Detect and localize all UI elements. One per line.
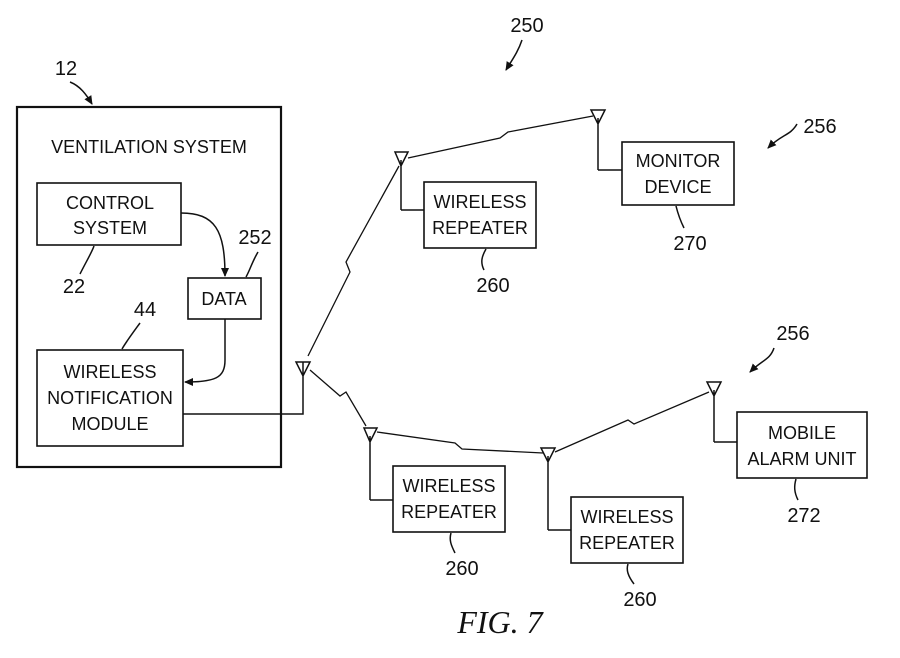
- mobile-alarm-box: [736, 411, 868, 479]
- notification-module-line2: NOTIFICATION: [47, 388, 173, 408]
- ref-44: 44: [134, 299, 156, 321]
- mobile-alarm-line1: MOBILE: [768, 423, 836, 443]
- ref-260-br: 260: [623, 589, 656, 611]
- ref-256-top: 256: [803, 116, 836, 138]
- bl-repeater-antenna-icon: [362, 427, 379, 500]
- monitor-device-box: [621, 141, 735, 206]
- control-system-label-line1: CONTROL: [66, 193, 154, 213]
- ref-260-top-leader: [481, 248, 487, 271]
- link-bl-to-br-repeater: [376, 431, 544, 454]
- ref-250-arrow: [505, 39, 523, 71]
- figure-label: FIG. 7: [456, 604, 544, 640]
- ref-256-top-arrow: [767, 123, 798, 149]
- monitor-device-line1: MONITOR: [636, 151, 721, 171]
- ref-22-leader: [79, 245, 95, 275]
- ref-256-bottom: 256: [776, 323, 809, 345]
- top-repeater-line2: REPEATER: [432, 218, 528, 238]
- ref-272: 272: [787, 505, 820, 527]
- control-to-data-arrow: [180, 212, 229, 277]
- ref-44-leader: [121, 322, 141, 350]
- link-central-to-top-repeater: [307, 165, 400, 357]
- control-system-box: [36, 182, 182, 246]
- top-repeater-box: [423, 181, 537, 249]
- control-system-label-line2: SYSTEM: [73, 218, 147, 238]
- monitor-antenna-icon: [589, 109, 607, 170]
- bl-repeater-line1: WIRELESS: [402, 476, 495, 496]
- mobile-alarm-line2: ALARM UNIT: [747, 449, 856, 469]
- ref-256-bottom-arrow: [749, 347, 775, 373]
- br-repeater-box: [570, 496, 684, 564]
- ref-252: 252: [238, 227, 271, 249]
- ref-260-br-leader: [626, 563, 635, 585]
- ref-260-bl-leader: [449, 532, 456, 554]
- ventilation-system-label: VENTILATION SYSTEM: [51, 137, 247, 157]
- br-repeater-line1: WIRELESS: [580, 507, 673, 527]
- data-to-module-arrow: [184, 319, 226, 386]
- link-top-repeater-to-monitor: [407, 115, 594, 159]
- top-repeater-antenna-icon: [393, 151, 410, 210]
- module-antenna-wire: [183, 378, 304, 415]
- top-repeater-line1: WIRELESS: [433, 192, 526, 212]
- ref-272-leader: [793, 478, 799, 501]
- ref-250: 250: [510, 15, 543, 37]
- notification-module-line3: MODULE: [71, 414, 148, 434]
- alarm-antenna-icon: [705, 381, 723, 442]
- link-br-repeater-to-alarm: [554, 391, 710, 453]
- notification-module-box: [36, 349, 184, 447]
- monitor-device-line2: DEVICE: [644, 177, 711, 197]
- ref-12-arrow: [69, 81, 93, 105]
- br-repeater-antenna-icon: [539, 447, 557, 530]
- central-antenna-icon: [294, 361, 312, 378]
- ref-270: 270: [673, 233, 706, 255]
- ref-260-top: 260: [476, 275, 509, 297]
- bl-repeater-box: [392, 465, 506, 533]
- ref-260-bl: 260: [445, 558, 478, 580]
- ref-12: 12: [55, 58, 77, 80]
- link-central-to-bl-repeater: [309, 369, 367, 427]
- bl-repeater-line2: REPEATER: [401, 502, 497, 522]
- ref-22: 22: [63, 276, 85, 298]
- data-label: DATA: [201, 289, 246, 309]
- notification-module-line1: WIRELESS: [63, 362, 156, 382]
- ref-270-leader: [675, 205, 685, 229]
- br-repeater-line2: REPEATER: [579, 533, 675, 553]
- ref-252-leader: [245, 251, 259, 278]
